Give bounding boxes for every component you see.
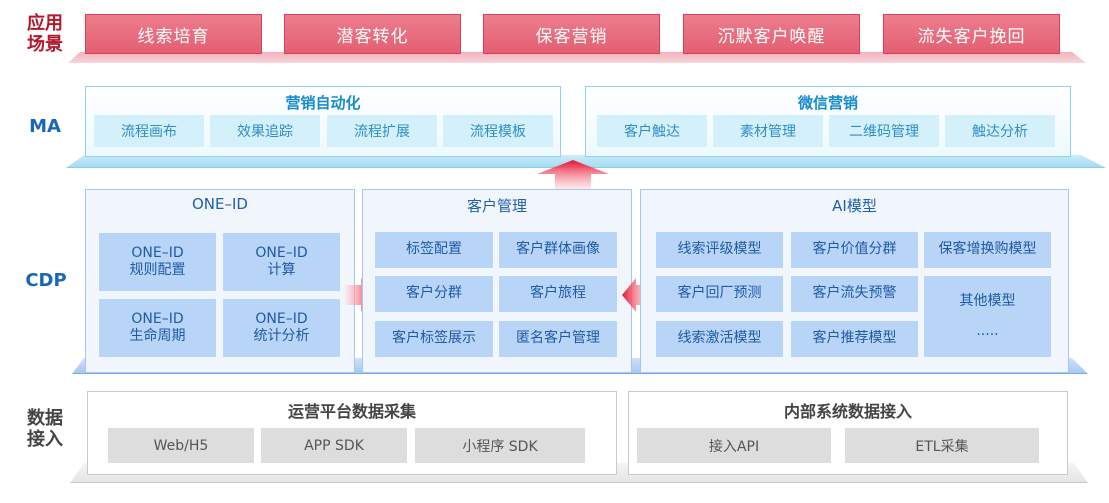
ma-automation-item[interactable]: 流程模板 xyxy=(443,115,553,147)
data-platform-panel: 运营平台数据采集 Web/H5 APP SDK 小程序 SDK xyxy=(87,391,617,475)
scene-tile[interactable]: 潜客转化 xyxy=(284,14,461,54)
scene-tile[interactable]: 保客营销 xyxy=(483,14,660,54)
data-internal-item[interactable]: ETL采集 xyxy=(845,428,1039,463)
row-label-ma: MA xyxy=(29,116,61,137)
ai-model-item[interactable]: 客户流失预警 xyxy=(791,276,918,312)
row-label-scene: 应用 场景 xyxy=(22,13,68,55)
customer-item[interactable]: 标签配置 xyxy=(375,232,493,268)
data-internal-item[interactable]: 接入API xyxy=(637,428,831,463)
ma-wechat-item[interactable]: 二维码管理 xyxy=(829,115,939,147)
ai-model-other[interactable]: 其他模型 ..... xyxy=(924,276,1051,357)
cdp-oneid-title: ONE–ID xyxy=(192,195,248,213)
oneid-item-line2: 统计分析 xyxy=(253,328,310,344)
customer-item[interactable]: 客户标签展示 xyxy=(375,321,493,357)
oneid-item-line1: ONE–ID xyxy=(255,244,308,261)
ai-model-item[interactable]: 客户回厂预测 xyxy=(656,276,783,312)
oneid-item[interactable]: ONE–ID 计算 xyxy=(223,233,340,291)
oneid-item[interactable]: ONE–ID 生命周期 xyxy=(99,299,216,357)
data-internal-panel: 内部系统数据接入 接入API ETL采集 xyxy=(628,391,1068,475)
row-label-scene-line1: 应用 xyxy=(27,13,63,34)
customer-item[interactable]: 匿名客户管理 xyxy=(499,321,617,357)
row-label-data-line1: 数据 xyxy=(27,408,63,429)
data-platform-item[interactable]: APP SDK xyxy=(261,428,407,463)
cdp-customer-panel: 客户管理 标签配置 客户群体画像 客户分群 客户旅程 客户标签展示 匿名客户管理 xyxy=(362,189,632,373)
oneid-item-line1: ONE–ID xyxy=(255,310,308,327)
cdp-oneid-panel: ONE–ID ONE–ID 规则配置 ONE–ID 计算 ONE–ID 生命周期… xyxy=(85,189,355,373)
oneid-item-line2: 规则配置 xyxy=(129,262,186,278)
cdp-customer-title: 客户管理 xyxy=(466,197,527,215)
up-arrow-icon xyxy=(537,160,609,190)
ma-wechat-item[interactable]: 素材管理 xyxy=(713,115,823,147)
oneid-item-line1: ONE–ID xyxy=(131,310,184,327)
ai-model-other-ellipsis: ..... xyxy=(976,323,999,339)
cdp-ai-title: AI模型 xyxy=(832,197,877,215)
ma-automation-item[interactable]: 效果追踪 xyxy=(210,115,320,147)
oneid-item-line2: 生命周期 xyxy=(129,328,186,344)
customer-item[interactable]: 客户群体画像 xyxy=(499,232,617,268)
row-label-data-line2: 接入 xyxy=(27,428,63,450)
scene-tile[interactable]: 沉默客户唤醒 xyxy=(683,14,860,54)
ai-model-item[interactable]: 线索激活模型 xyxy=(656,321,783,357)
ma-wechat-item[interactable]: 客户触达 xyxy=(597,115,707,147)
data-platform-item[interactable]: 小程序 SDK xyxy=(415,428,585,463)
data-platform-title: 运营平台数据采集 xyxy=(287,402,416,421)
scene-tile[interactable]: 线索培育 xyxy=(85,14,262,54)
customer-item[interactable]: 客户分群 xyxy=(375,276,493,312)
cdp-ai-panel: AI模型 线索评级模型 客户价值分群 保客增换购模型 客户回厂预测 客户流失预警… xyxy=(640,189,1069,373)
scene-platform xyxy=(68,52,1086,63)
ma-wechat-panel: 微信营销 客户触达 素材管理 二维码管理 触达分析 xyxy=(585,86,1071,157)
ma-wechat-item[interactable]: 触达分析 xyxy=(945,115,1055,147)
ma-automation-item[interactable]: 流程扩展 xyxy=(327,115,437,147)
row-label-cdp: CDP xyxy=(25,270,67,291)
oneid-item-line1: ONE–ID xyxy=(131,244,184,261)
row-label-data: 数据 接入 xyxy=(22,408,68,450)
ma-wechat-title: 微信营销 xyxy=(797,94,858,112)
data-internal-title: 内部系统数据接入 xyxy=(783,402,912,421)
oneid-item[interactable]: ONE–ID 规则配置 xyxy=(99,233,216,291)
ma-automation-panel: 营销自动化 流程画布 效果追踪 流程扩展 流程模板 xyxy=(85,86,561,157)
oneid-item-line2: 计算 xyxy=(267,262,296,278)
ma-automation-item[interactable]: 流程画布 xyxy=(94,115,204,147)
data-platform-item[interactable]: Web/H5 xyxy=(108,428,254,463)
scene-tile[interactable]: 流失客户挽回 xyxy=(883,14,1060,54)
ai-model-other-label: 其他模型 xyxy=(959,292,1016,309)
ma-automation-title: 营销自动化 xyxy=(285,94,361,112)
row-label-scene-line2: 场景 xyxy=(27,33,63,55)
oneid-item[interactable]: ONE–ID 统计分析 xyxy=(223,299,340,357)
ai-model-item[interactable]: 线索评级模型 xyxy=(656,232,783,268)
ai-model-item[interactable]: 客户推荐模型 xyxy=(791,321,918,357)
customer-item[interactable]: 客户旅程 xyxy=(499,276,617,312)
ai-model-item[interactable]: 保客增换购模型 xyxy=(924,232,1051,268)
ai-model-item[interactable]: 客户价值分群 xyxy=(791,232,918,268)
